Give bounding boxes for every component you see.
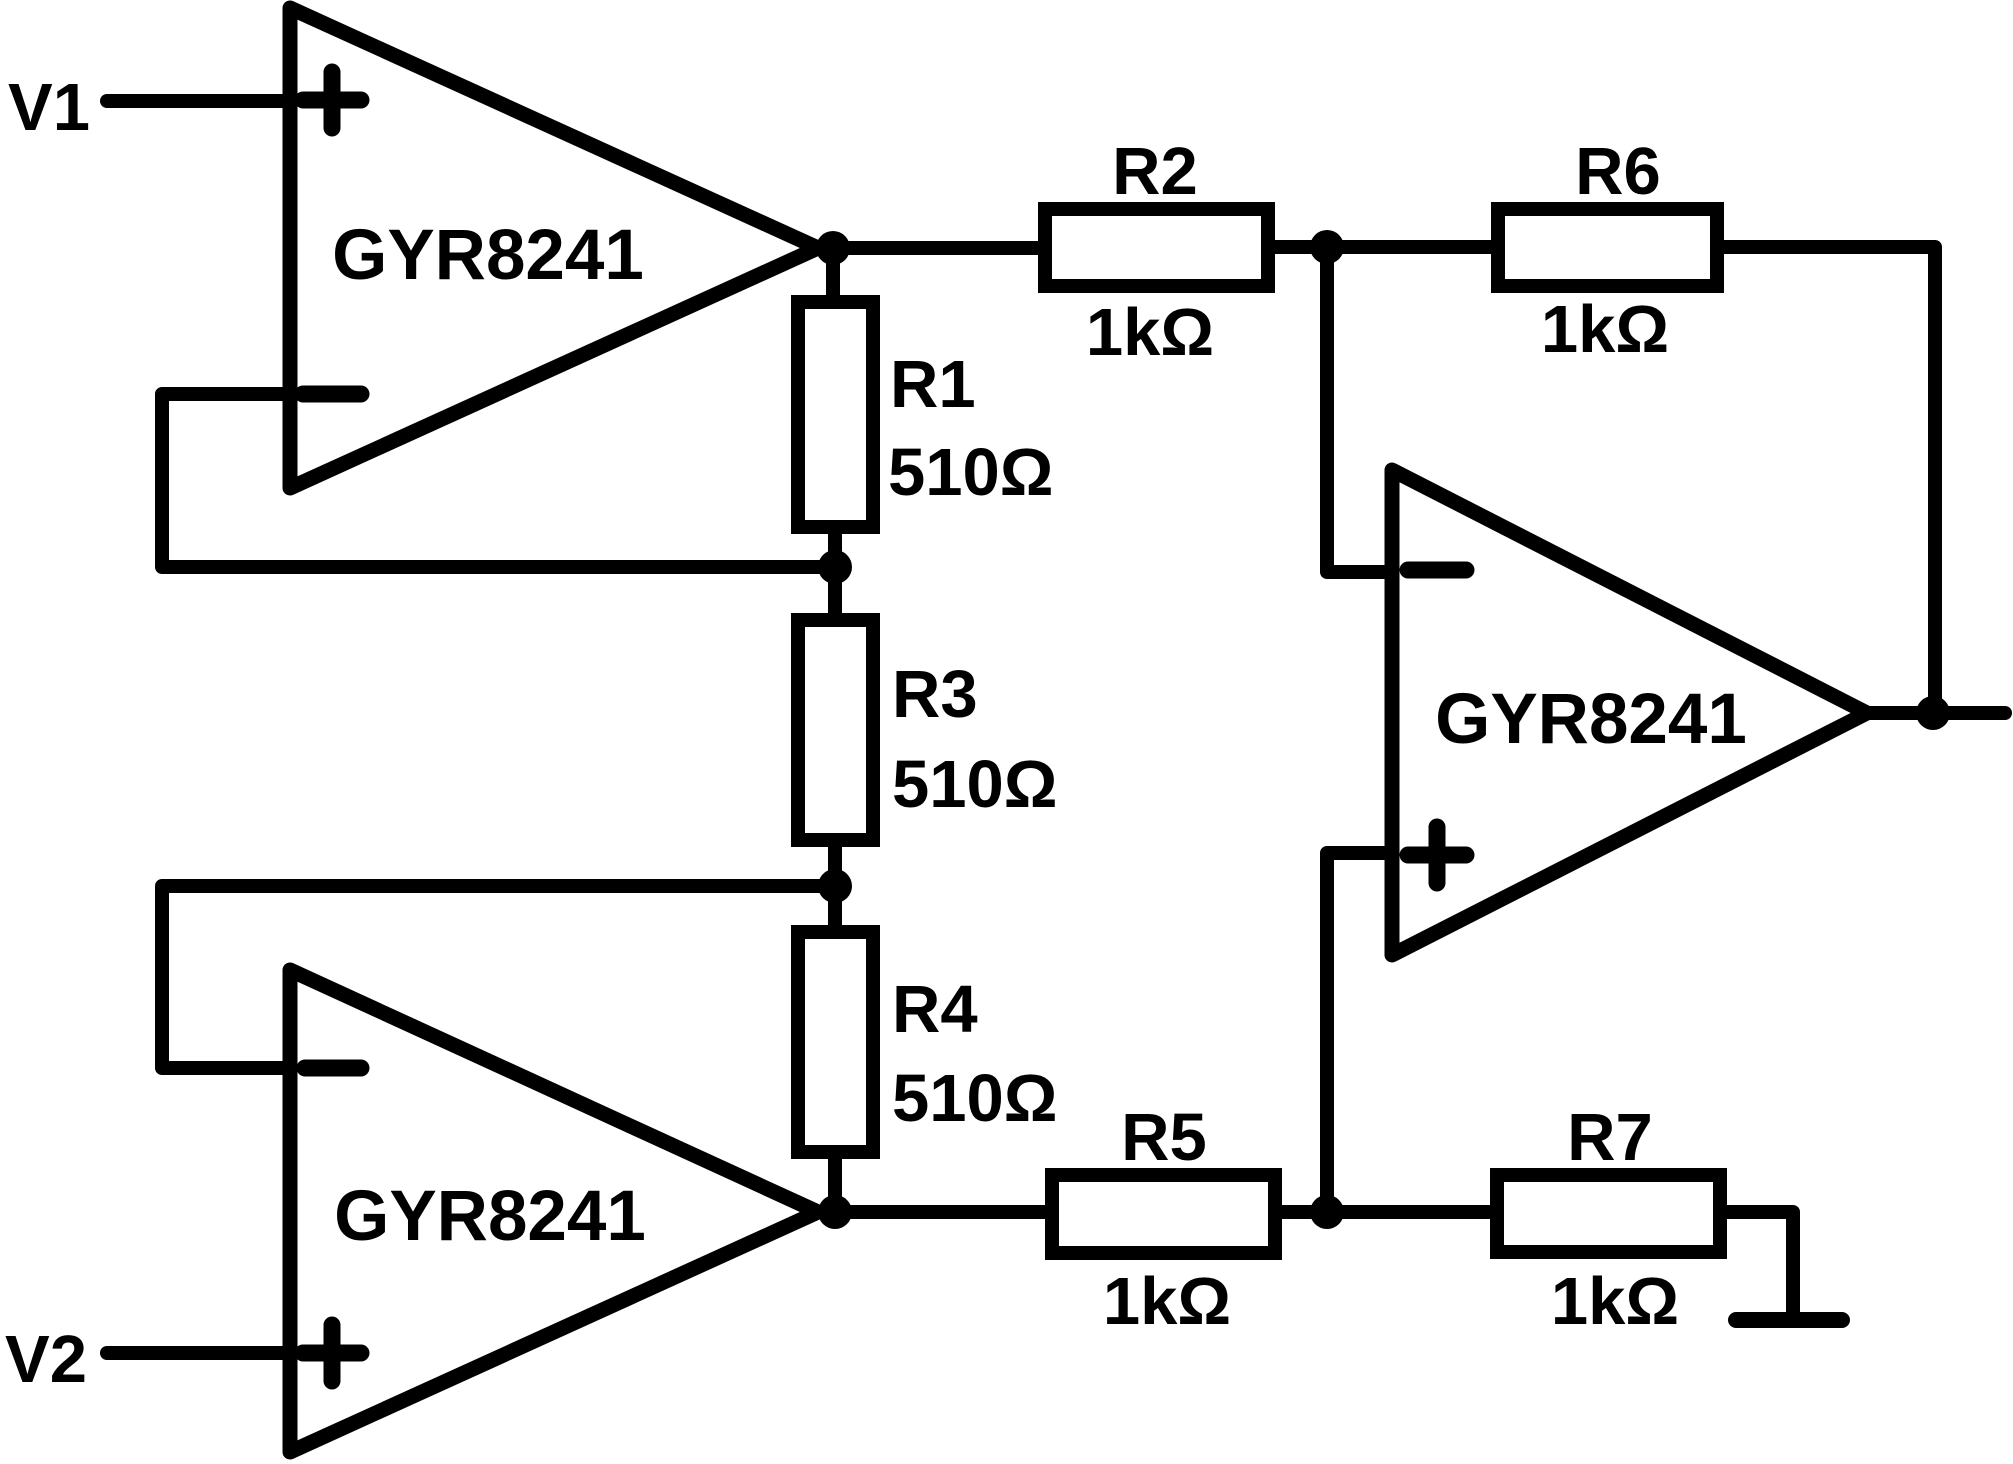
resistor-value-label: 510Ω: [892, 747, 1058, 822]
junction-dot-icon: [1310, 1195, 1344, 1229]
opamp-part-number: GYR8241: [1435, 680, 1747, 759]
resistor-r2: R2 1kΩ: [1038, 134, 1275, 370]
resistor-ref-label: R3: [892, 657, 978, 732]
input-label-v1: V1: [8, 70, 90, 145]
resistor-body: [1490, 1168, 1727, 1259]
resistor-r1: R1 510Ω: [791, 295, 1054, 534]
noninverting-input-marker: [294, 63, 370, 137]
junction-dot-icon: [1916, 696, 1950, 730]
junction-dot-icon: [816, 231, 850, 265]
resistor-value-label: 1kΩ: [1541, 292, 1669, 367]
junction-dot-icon: [1310, 230, 1344, 264]
opamp-a1: GYR8241: [282, 0, 826, 496]
opamp-a3: GYR8241: [1384, 462, 1875, 963]
noninverting-input-marker: [294, 1316, 370, 1390]
resistor-value-label: 510Ω: [892, 1061, 1058, 1136]
opamp-part-number: GYR8241: [332, 216, 644, 295]
resistor-value-label: 1kΩ: [1103, 1264, 1231, 1339]
resistor-ref-label: R5: [1121, 1100, 1207, 1175]
wire-a2-feedback: [155, 879, 842, 1075]
wire-nodeB-to-a3-plus: [1320, 846, 1399, 1219]
resistor-body: [1038, 202, 1275, 293]
resistor-r7: R7 1kΩ: [1490, 1100, 1727, 1339]
opamp-part-number: GYR8241: [334, 1177, 646, 1256]
resistor-ref-label: R2: [1112, 134, 1198, 209]
resistor-r5: R5 1kΩ: [1045, 1100, 1282, 1339]
resistor-ref-label: R6: [1575, 134, 1661, 209]
wire-r7-to-ground: [1713, 1205, 1800, 1322]
resistor-body: [1491, 202, 1724, 293]
opamp-triangle-icon: [282, 0, 826, 496]
opamp-triangle-icon: [1384, 462, 1875, 963]
wire-r6-feedback: [1710, 240, 1942, 720]
opamp-triangle-icon: [282, 962, 826, 1460]
resistor-value-label: 1kΩ: [1086, 295, 1214, 370]
resistor-r4: R4 510Ω: [791, 925, 1058, 1159]
resistor-ref-label: R7: [1567, 1100, 1653, 1175]
resistor-value-label: 1kΩ: [1551, 1264, 1679, 1339]
resistor-ref-label: R4: [892, 972, 978, 1047]
resistor-body: [1045, 1168, 1282, 1260]
resistor-r6: R6 1kΩ: [1491, 134, 1724, 367]
junction-dots: [816, 230, 1950, 1229]
input-label-v2: V2: [5, 1322, 87, 1397]
wire-a1-feedback: [155, 387, 842, 574]
junction-dot-icon: [818, 1195, 852, 1229]
resistor-ref-label: R1: [890, 347, 976, 422]
wire-nodeA-to-a3-minus: [1261, 240, 1399, 579]
junction-dot-icon: [818, 869, 852, 903]
resistor-body: [791, 295, 880, 534]
junction-dot-icon: [818, 550, 852, 584]
resistor-value-label: 510Ω: [888, 435, 1054, 510]
resistor-r3: R3 510Ω: [791, 613, 1058, 847]
noninverting-input-marker: [1399, 818, 1475, 892]
resistor-body: [791, 613, 880, 847]
opamp-a2: GYR8241: [282, 962, 826, 1460]
resistor-body: [791, 925, 880, 1159]
